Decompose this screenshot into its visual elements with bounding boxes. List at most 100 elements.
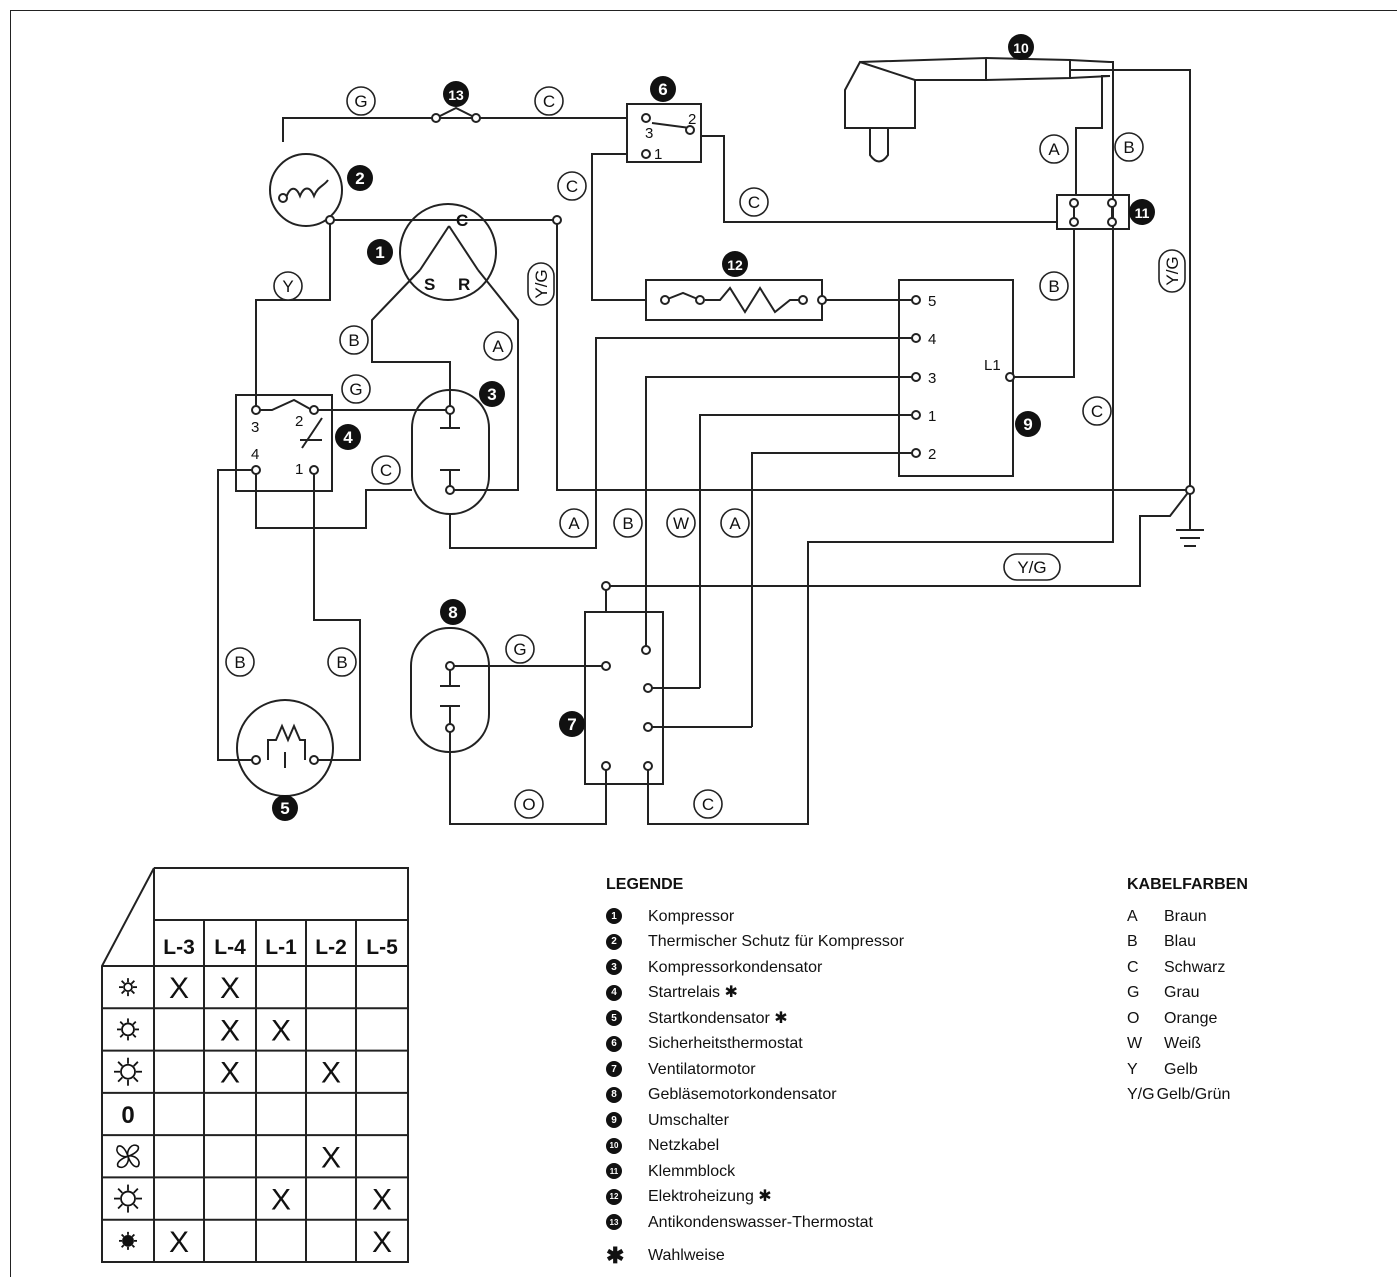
svg-text:0: 0 — [121, 1102, 134, 1129]
relay-terminal-4: 4 — [251, 446, 259, 463]
terminal-points — [251, 113, 1195, 771]
svg-text:G: G — [354, 92, 367, 111]
legend-item: 2 Thermischer Schutz für Kompressor — [606, 929, 1066, 955]
wire-label-w3: Y — [273, 271, 303, 301]
switch-terminal-2: 2 — [928, 446, 936, 463]
svg-text:B: B — [622, 514, 633, 533]
table-mark: X — [169, 1226, 189, 1259]
switch-terminal-l1: L1 — [984, 357, 1001, 374]
table-column-header: L-2 — [315, 936, 347, 959]
svg-text:3: 3 — [487, 385, 496, 404]
svg-text:O: O — [522, 795, 535, 814]
component-marker-2: 2 — [347, 165, 373, 191]
table-mark: X — [220, 1014, 240, 1047]
legend-text: Antikondenswasser-Thermostat — [648, 1213, 873, 1231]
legend-text: Kompressor — [648, 907, 735, 925]
legend-text: Klemmblock — [648, 1162, 736, 1180]
svg-text:W: W — [673, 514, 689, 533]
cable-color-code: Y/G — [1127, 1086, 1155, 1103]
cable-color-code: G — [1127, 984, 1140, 1001]
small-sun-icon — [119, 978, 137, 997]
wire-label-w12: B — [613, 508, 643, 538]
legend-text: Startkondensator ✱ — [648, 1009, 788, 1027]
table-mark: X — [220, 972, 240, 1005]
svg-text:8: 8 — [448, 603, 457, 622]
table-mark: X — [271, 1184, 291, 1217]
cable-color-name: Grau — [1164, 984, 1200, 1001]
cable-color-name: Gelb/Grün — [1156, 1086, 1231, 1103]
legend-number: 13 — [606, 1214, 622, 1231]
component-marker-1: 1 — [367, 239, 393, 265]
svg-text:6: 6 — [658, 80, 667, 99]
wire-label-w8: A — [483, 331, 513, 361]
component-marker-6: 6 — [650, 76, 676, 102]
component-marker-10: 10 — [1008, 34, 1034, 60]
legend-footnote: ✱ Wahlweise — [606, 1243, 1066, 1269]
footnote-symbol: ✱ — [606, 1243, 625, 1268]
svg-text:1: 1 — [375, 243, 384, 262]
wire-label-w13: W — [666, 508, 696, 538]
component-marker-5: 5 — [272, 795, 298, 821]
svg-text:B: B — [348, 331, 359, 350]
medium-sun-icon — [117, 1018, 139, 1041]
small-heat-sun-icon — [119, 1231, 137, 1250]
legend-text: Kompressorkondensator — [648, 958, 823, 976]
wire-label-w22: B — [225, 647, 255, 677]
legend-text: Netzkabel — [648, 1137, 720, 1154]
wire-label-w9: G — [341, 374, 371, 404]
cable-color-code: W — [1127, 1035, 1143, 1052]
svg-text:Y: Y — [282, 277, 293, 296]
wire-label-w1: G — [346, 86, 376, 116]
table-column-header: L-5 — [366, 936, 398, 959]
wire-label-w5: C — [557, 171, 587, 201]
cable-color-code: A — [1127, 907, 1138, 925]
svg-text:Y/G: Y/G — [1163, 256, 1182, 285]
legend-number: 2 — [606, 933, 622, 950]
component-marker-11: 11 — [1129, 199, 1155, 225]
fan-icon — [116, 1144, 140, 1169]
cable-color-name: Braun — [1164, 907, 1207, 925]
legend-text: Ventilatormotor — [648, 1060, 756, 1078]
svg-text:B: B — [234, 653, 245, 672]
legend-number: 6 — [606, 1035, 622, 1052]
heat-sun-icon — [114, 1184, 142, 1213]
svg-text:5: 5 — [280, 799, 289, 818]
wire-label-w23: B — [327, 647, 357, 677]
compressor-terminal-r: R — [458, 275, 470, 294]
component-marker-3: 3 — [479, 381, 505, 407]
component-marker-12: 12 — [722, 251, 748, 277]
svg-text:13: 13 — [448, 87, 464, 103]
cable-color-code: B — [1127, 933, 1138, 950]
compressor-terminal-c: C — [456, 211, 468, 230]
svg-text:A: A — [729, 514, 741, 533]
legend-number: 11 — [606, 1163, 622, 1180]
table-mark: X — [372, 1184, 392, 1217]
component-marker-8: 8 — [440, 599, 466, 625]
zero-icon: 0 — [121, 1102, 134, 1129]
svg-text:G: G — [513, 640, 526, 659]
legend-text: Thermischer Schutz für Kompressor — [648, 933, 905, 950]
wire-label-w20: Y/G — [1003, 553, 1061, 581]
relay-terminal-1: 1 — [295, 461, 303, 478]
legend-item: 11 Klemmblock — [606, 1159, 1066, 1185]
legend-text: Umschalter — [648, 1111, 729, 1129]
svg-text:2: 2 — [355, 169, 364, 188]
svg-text:C: C — [566, 177, 578, 196]
wire-label-w10: C — [371, 455, 401, 485]
svg-text:C: C — [702, 795, 714, 814]
svg-text:11: 11 — [1135, 205, 1150, 221]
relay-terminal-3: 3 — [251, 419, 259, 436]
